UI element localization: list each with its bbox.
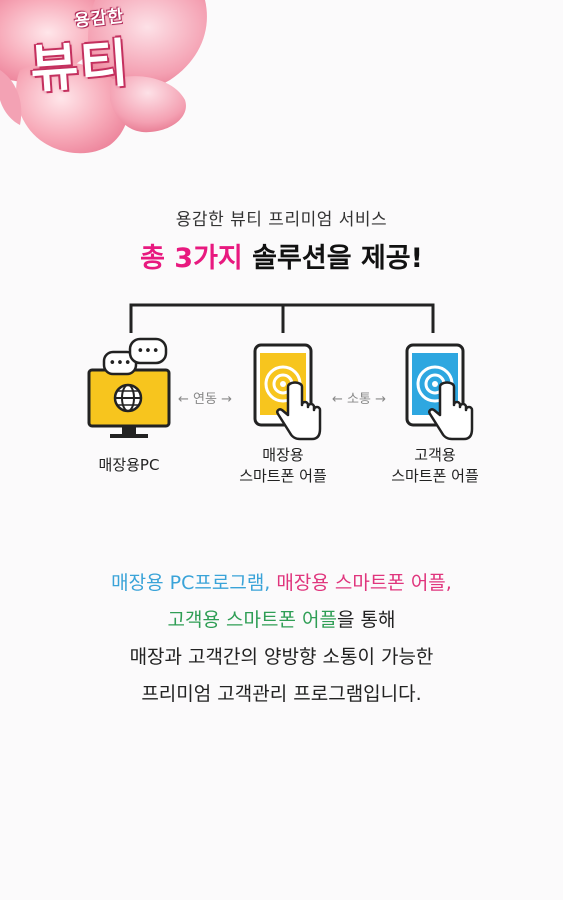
- brand-logo: 용감한 뷰티: [0, 0, 215, 160]
- device-label-store-app: 매장용 스마트폰 어플: [239, 446, 327, 485]
- tap-hand-icon: [276, 381, 322, 441]
- store-phone-icon: [253, 343, 322, 441]
- globe-icon: [113, 383, 143, 413]
- device-label-pc: 매장용PC: [98, 456, 160, 474]
- description-text: 매장용 PC프로그램, 매장용 스마트폰 어플, 고객용 스마트폰 어플을 통해…: [0, 565, 563, 713]
- rose-petal-graphic: [0, 0, 207, 154]
- description-line-2: 고객용 스마트폰 어플을 통해: [167, 609, 396, 631]
- description-line-4: 프리미엄 고객관리 프로그램입니다.: [141, 683, 422, 705]
- customer-phone-icon: [405, 343, 474, 441]
- headline-rest: 솔루션을 제공!: [242, 243, 423, 274]
- headline-accent: 총 3가지: [140, 243, 243, 274]
- description-line-1: 매장용 PC프로그램, 매장용 스마트폰 어플,: [111, 572, 452, 594]
- service-subtitle: 용감한 뷰티 프리미엄 서비스: [175, 210, 388, 230]
- description-line-3: 매장과 고객간의 양방향 소통이 가능한: [129, 646, 434, 668]
- chat-bubble-icon: ••• •••: [102, 337, 168, 376]
- diagram-graphic: ••• •••: [87, 303, 474, 441]
- link-label-communicate: ← 소통 →: [332, 392, 386, 407]
- device-label-customer-app: 고객용 스마트폰 어플: [391, 446, 479, 485]
- link-label-sync: ← 연동 →: [178, 392, 232, 407]
- solution-diagram: ••• •••: [0, 295, 563, 495]
- svg-text:•••: •••: [136, 344, 159, 359]
- logo-big-text: 뷰티: [28, 33, 133, 101]
- svg-text:•••: •••: [108, 356, 131, 371]
- monitor-icon: ••• •••: [87, 337, 171, 438]
- headline: 총 3가지 솔루션을 제공!: [0, 236, 563, 275]
- connector-lines: [129, 303, 435, 333]
- tap-hand-icon: [428, 381, 474, 441]
